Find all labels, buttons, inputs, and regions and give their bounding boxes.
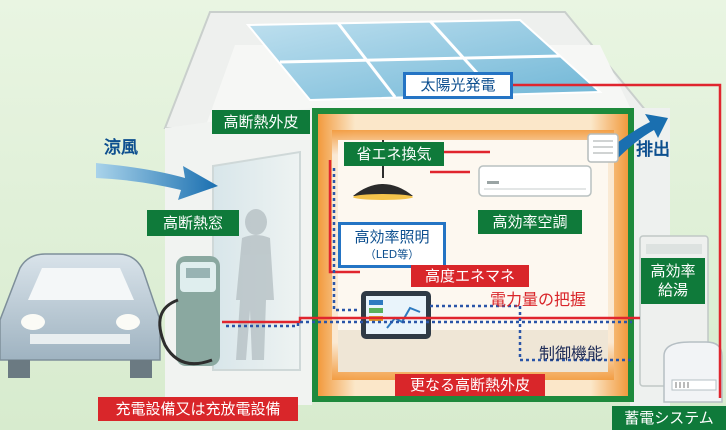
storage-system-label: 蓄電システム — [612, 406, 726, 430]
pendant-lamp — [353, 140, 413, 200]
floor — [338, 330, 608, 372]
tablet-monitor — [361, 291, 431, 339]
water-heater-line2: 給湯 — [657, 281, 688, 299]
solar-power-label: 太陽光発電 — [403, 72, 513, 99]
car — [0, 253, 161, 378]
water-heater-line1: 高効率 — [650, 262, 696, 280]
hems-label: 高度エネマネ — [411, 265, 529, 287]
insulated-window-label: 高断熱窓 — [147, 210, 239, 236]
cool-breeze-label: 涼風 — [104, 137, 138, 158]
exhaust-label: 排出 — [636, 139, 670, 160]
control-function-label: 制御機能 — [538, 344, 603, 363]
battery-unit — [663, 341, 723, 403]
exhaust-arrow — [608, 114, 668, 160]
ventilation-label: 省エネ換気 — [344, 142, 444, 166]
led-lighting-label: 高効率照明 （LED等） — [338, 222, 446, 268]
aircon-label: 高効率空調 — [478, 210, 582, 234]
person-silhouette — [236, 209, 274, 360]
ev-charger — [158, 256, 220, 366]
power-tracking-label: 電力量の把握 — [489, 290, 586, 309]
charger-label: 充電設備又は充放電設備 — [98, 397, 298, 421]
ventilation-fan — [587, 133, 619, 163]
wind-arrow — [96, 163, 218, 200]
insulated-envelope-label: 高断熱外皮 — [212, 110, 310, 134]
led-lighting-title: 高効率照明 — [354, 228, 430, 246]
water-heater-label: 高効率 給湯 — [641, 258, 705, 304]
air-conditioner — [478, 165, 592, 197]
further-insulation-label: 更なる高断熱外皮 — [395, 374, 545, 396]
led-lighting-note: （LED等） — [364, 248, 420, 261]
